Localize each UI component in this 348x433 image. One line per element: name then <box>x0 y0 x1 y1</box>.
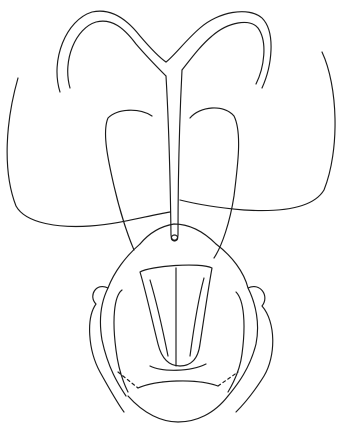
right-lobe <box>180 52 335 211</box>
left-flank-inner <box>114 290 128 392</box>
capsule-bottom <box>128 396 228 422</box>
tube-left-branch-outer <box>57 11 166 92</box>
tube-right-branch-inner <box>182 22 264 84</box>
left-flank <box>90 287 124 412</box>
lower-capsule <box>90 224 273 422</box>
y-shaped-tube <box>57 11 271 241</box>
capsule-base-inner <box>150 364 206 370</box>
right-inner-lobe <box>190 108 239 258</box>
tube-stem-left <box>166 76 171 235</box>
capsule-base-bar <box>138 381 218 388</box>
inner-chamber-right-wall <box>190 278 204 356</box>
left-inner-lobe <box>106 110 152 250</box>
left-lobe <box>7 78 170 226</box>
inner-chamber-left-wall <box>150 280 168 356</box>
tube-left-branch-inner <box>68 21 166 88</box>
tube-stem-right <box>178 70 182 235</box>
outer-lobes <box>7 52 335 226</box>
